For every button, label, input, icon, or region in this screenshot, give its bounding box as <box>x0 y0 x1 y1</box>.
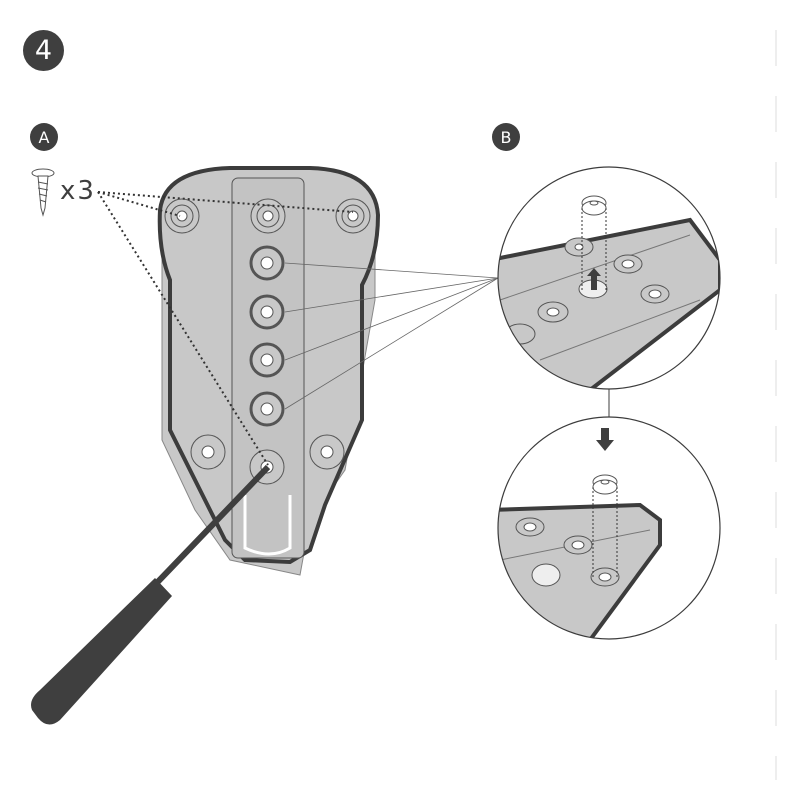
step-number-badge: 4 <box>23 30 64 71</box>
screw-icon <box>31 168 55 217</box>
detail-leader-lines <box>284 262 499 410</box>
arrow-down-icon <box>596 428 614 451</box>
detail-remove-clip <box>498 195 720 389</box>
arrow-up-icon <box>587 268 601 290</box>
screwdriver-icon <box>31 464 271 725</box>
detail-install-clip <box>498 474 662 639</box>
mounting-plate <box>157 166 381 576</box>
screw-quantity: x3 <box>60 176 96 206</box>
substep-b-badge: B <box>492 123 520 151</box>
substep-a-badge: A <box>30 123 58 151</box>
screw-guide-lines <box>97 191 354 466</box>
